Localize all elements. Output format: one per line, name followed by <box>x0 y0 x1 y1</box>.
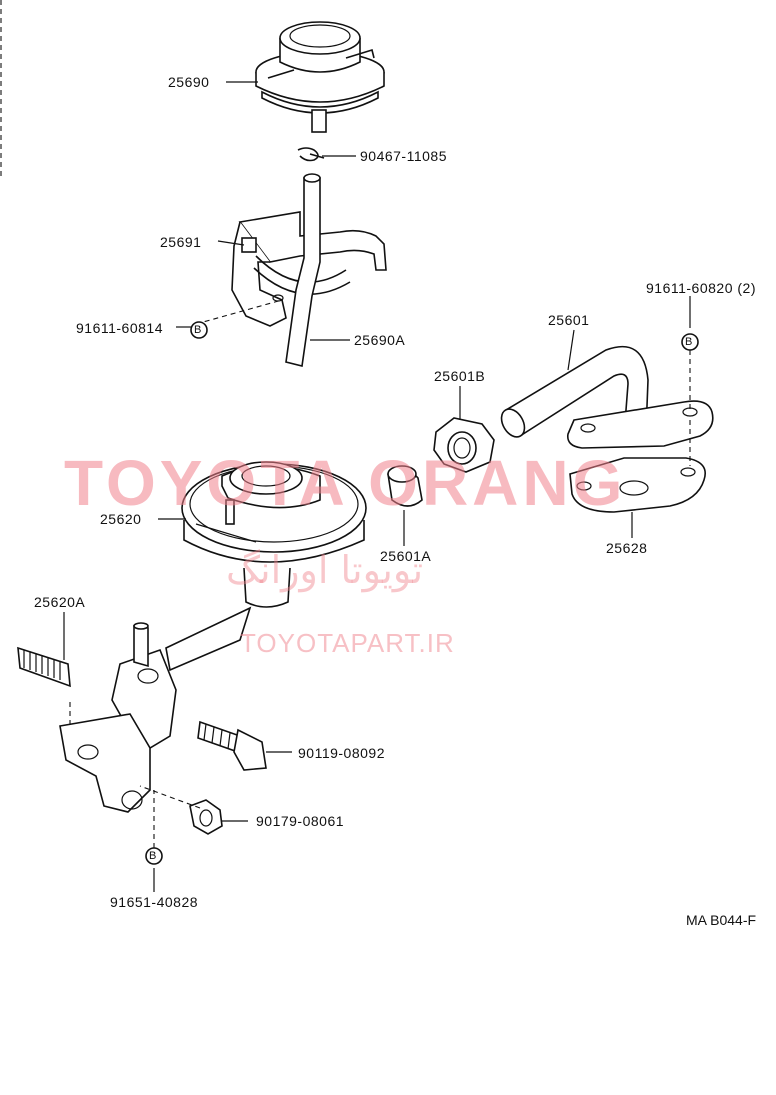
valve-25690 <box>255 21 385 133</box>
bolt-marker-bottom <box>145 847 163 865</box>
stud-25620A <box>17 646 71 688</box>
bolt-marker-right-label: B <box>685 336 693 348</box>
label-90467-11085: 90467-11085 <box>360 148 447 164</box>
gasket-25628 <box>569 457 706 513</box>
label-90179-08061: 90179-08061 <box>256 813 345 829</box>
pipe-25690A <box>285 173 321 367</box>
bolt-marker-left <box>190 321 208 339</box>
label-25601A: 25601A <box>380 548 432 564</box>
label-25691: 25691 <box>160 234 202 250</box>
label-91611-60820: 91611-60820 (2) <box>646 280 756 296</box>
clip-90467 <box>297 147 325 162</box>
label-25601: 25601 <box>548 312 590 328</box>
label-25628: 25628 <box>606 540 648 556</box>
label-91611-60814: 91611-60814 <box>76 320 163 336</box>
label-25690A: 25690A <box>354 332 406 348</box>
watermark-persian: تویوتا اورانگ <box>226 548 424 592</box>
bolt-marker-bottom-label: B <box>149 850 157 862</box>
watermark-title: TOYOTA ORANG <box>64 447 627 519</box>
label-25690: 25690 <box>168 74 210 90</box>
nut-90179 <box>189 799 223 835</box>
label-90119-08092: 90119-08092 <box>298 745 385 761</box>
egr-valve-25620 <box>59 461 367 813</box>
label-25601B: 25601B <box>434 368 486 384</box>
bolt-marker-right <box>681 333 699 351</box>
label-25620A: 25620A <box>34 594 86 610</box>
label-25620: 25620 <box>100 511 142 527</box>
label-91651-40828: 91651-40828 <box>110 894 199 910</box>
diagram-code: MA B044-F <box>686 912 757 928</box>
bolt-90119 <box>197 720 267 771</box>
watermark-url: TOYOTAPART.IR <box>240 628 455 658</box>
bolt-marker-left-label: B <box>194 324 202 336</box>
ferrule-25601A <box>387 465 423 507</box>
pipe-25601 <box>500 345 714 449</box>
nut-25601B <box>433 417 495 473</box>
